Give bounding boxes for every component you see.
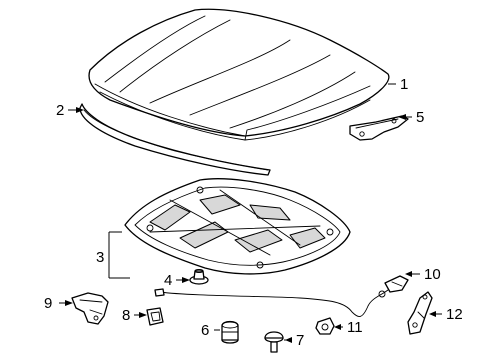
callout-2: 2 bbox=[56, 102, 64, 119]
callout-7: 7 bbox=[296, 332, 304, 349]
callout-1: 1 bbox=[400, 76, 408, 93]
cylinder-bumper bbox=[221, 320, 239, 344]
bumper-stop bbox=[189, 269, 209, 285]
callout-8: 8 bbox=[122, 307, 130, 324]
release-cable bbox=[154, 275, 409, 317]
safety-catch bbox=[407, 291, 433, 335]
callout-11: 11 bbox=[347, 319, 363, 336]
hood-panel bbox=[88, 8, 390, 141]
callout-12: 12 bbox=[446, 306, 463, 323]
leader-lines bbox=[59, 83, 442, 343]
grommet bbox=[315, 317, 335, 335]
callout-9: 9 bbox=[44, 295, 52, 312]
adjuster bbox=[264, 331, 284, 353]
callout-5: 5 bbox=[416, 109, 424, 126]
hood-inner-panel bbox=[124, 178, 351, 275]
clip bbox=[146, 307, 164, 326]
hinge-bracket bbox=[349, 115, 409, 141]
callout-4: 4 bbox=[164, 272, 172, 289]
callout-10: 10 bbox=[424, 266, 441, 283]
callout-3: 3 bbox=[96, 249, 104, 266]
callout-6: 6 bbox=[201, 322, 209, 339]
hood-seal bbox=[79, 103, 271, 176]
hood-latch bbox=[71, 292, 109, 325]
